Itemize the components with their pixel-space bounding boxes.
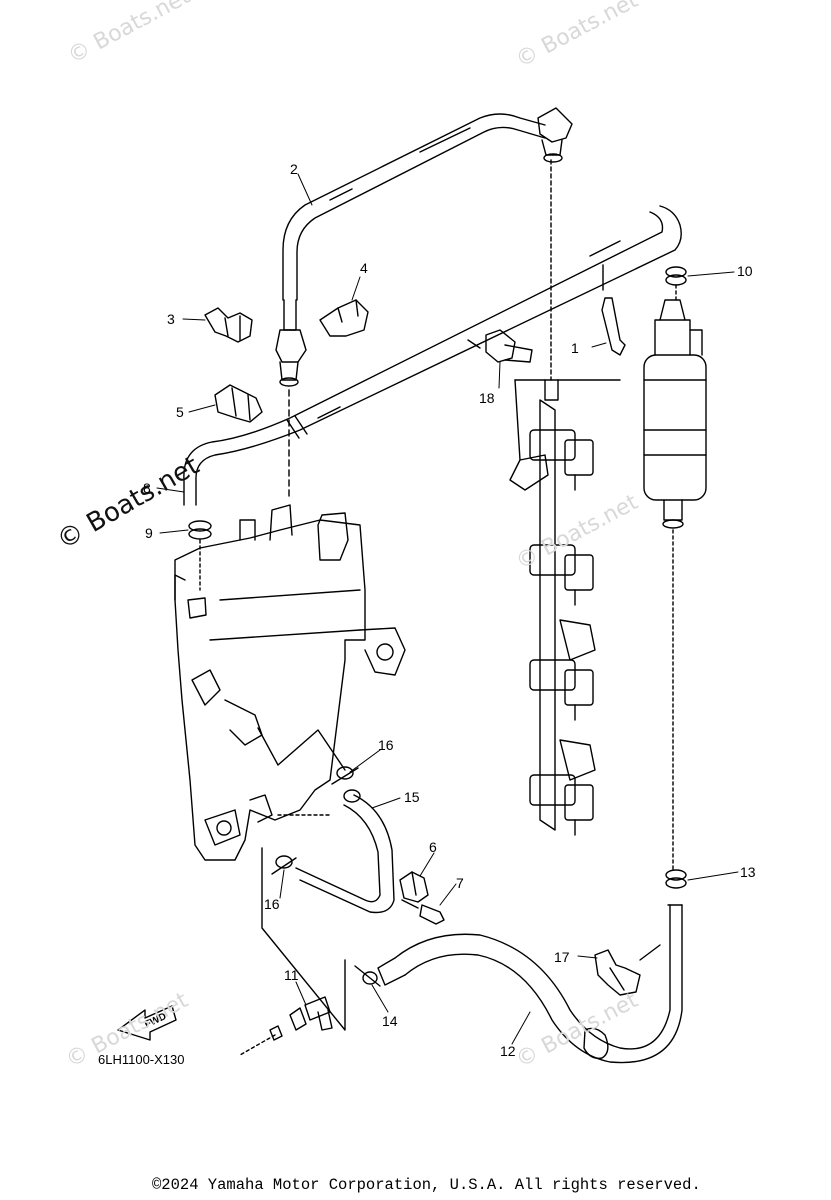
hose-12 [377, 904, 683, 1064]
clamp-4 [319, 299, 369, 337]
callout-14: 14 [382, 1013, 398, 1029]
fuel-pump-body [643, 299, 707, 871]
bracket-1 [601, 264, 626, 356]
clip-16-lower [271, 855, 297, 875]
elbow-fitting-top [537, 107, 573, 163]
hose-15 [295, 789, 395, 914]
callout-15: 15 [404, 789, 420, 805]
callout-13: 13 [740, 864, 756, 880]
holder-18 [467, 329, 621, 461]
callout-11: 11 [284, 967, 299, 983]
clip-14 [354, 965, 381, 987]
callout-1: 1 [571, 340, 579, 356]
callout-5: 5 [176, 404, 184, 420]
injector-4 [529, 774, 594, 836]
leader-box-lower [261, 847, 346, 1031]
copyright: ©2024 Yamaha Motor Corporation, U.S.A. A… [152, 1176, 701, 1194]
clip-9 [188, 520, 212, 591]
callout-12: 12 [500, 1043, 516, 1059]
hose-8 [183, 205, 682, 506]
callout-16-lower: 16 [264, 896, 280, 912]
joint-11 [239, 996, 333, 1056]
callout-4: 4 [360, 260, 368, 276]
callout-18: 18 [479, 390, 495, 406]
callout-10: 10 [737, 263, 753, 279]
vapor-separator [174, 504, 406, 861]
injector-1 [529, 429, 594, 491]
hose-2 [282, 113, 546, 301]
fwd-arrow: FWD [117, 1005, 177, 1041]
holder-17 [594, 949, 641, 996]
bolt-7 [401, 899, 445, 925]
clip-13 [665, 869, 687, 889]
callout-leaders [156, 173, 739, 1045]
hose-2-lower-fitting [275, 299, 307, 501]
part-code: 6LH1100-X130 [98, 1052, 185, 1067]
clip-16-upper [331, 766, 359, 785]
callout-7: 7 [456, 875, 464, 891]
clip-10 [665, 266, 687, 301]
callout-6: 6 [429, 839, 437, 855]
injector-3 [529, 659, 594, 721]
callout-16-upper: 16 [378, 737, 394, 753]
fuel-rail [509, 159, 596, 836]
bracket-6 [399, 871, 429, 903]
callout-9: 9 [145, 525, 153, 541]
injector-2 [529, 544, 594, 606]
clamp-3 [204, 307, 253, 343]
callout-2: 2 [290, 161, 298, 177]
callout-17: 17 [554, 949, 570, 965]
clamp-5 [214, 384, 263, 423]
callout-3: 3 [167, 311, 175, 327]
leader-lines-left [257, 727, 346, 771]
callout-8: 8 [143, 480, 151, 496]
